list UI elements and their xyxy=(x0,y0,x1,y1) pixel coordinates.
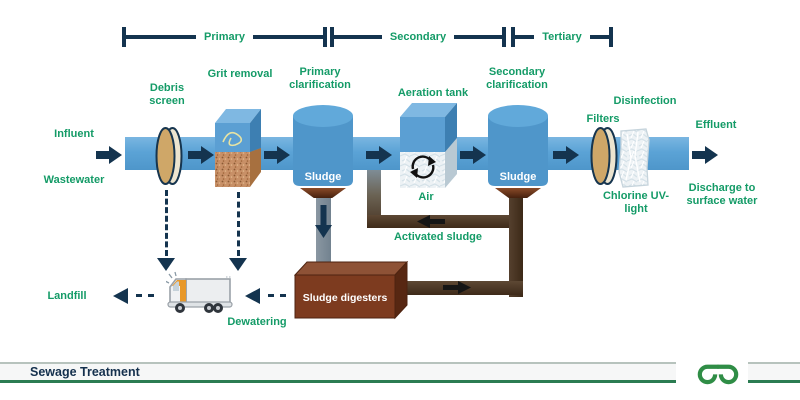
stage-label-primary: Primary xyxy=(204,31,245,43)
activated-sludge-label: Activated sludge xyxy=(393,231,483,243)
disinfection-block xyxy=(618,128,650,188)
recycle-arrows-icon xyxy=(410,155,436,179)
discharge-label: Discharge to surface water xyxy=(686,182,758,207)
left-arrowhead-icon xyxy=(245,288,260,304)
flow-arrow-icon xyxy=(188,146,214,164)
dewatering-truck-icon xyxy=(166,271,233,313)
bracket-cap xyxy=(323,27,328,47)
activated-sludge-pipe-horizontal xyxy=(367,215,523,228)
disinfection-label: Disinfection xyxy=(613,95,677,107)
primary-clarifier-tank xyxy=(293,105,353,186)
secondary-sludge-pipe-vertical xyxy=(509,196,523,297)
filters-disk xyxy=(590,127,618,185)
activated-sludge-return-pipe xyxy=(367,168,381,228)
bracket-cap xyxy=(609,27,614,47)
effluent-arrow-icon xyxy=(692,146,718,164)
truck-to-landfill-dashed-line xyxy=(136,294,154,297)
debris-screen-label: Debris screen xyxy=(149,82,185,107)
bracket-cap xyxy=(330,27,334,47)
digester-to-truck-dashed-line xyxy=(268,294,286,297)
sludge-down-arrow-icon xyxy=(315,205,332,238)
debris-screen xyxy=(155,127,183,185)
secondary-clarifier-tank xyxy=(488,105,548,186)
bracket-cap xyxy=(122,27,126,47)
influent-label: Influent xyxy=(54,128,94,140)
sludge-digesters-tank xyxy=(294,261,409,320)
grit-waste-dashed-line xyxy=(237,192,240,256)
bracket-cap xyxy=(511,27,515,47)
influent-arrow-icon xyxy=(96,146,122,164)
primary-clarification-label: Primary clarification xyxy=(289,66,351,91)
dewatering-label: Dewatering xyxy=(227,316,287,328)
activated-sludge-arrow-icon xyxy=(417,215,445,228)
digester-flow-arrow-icon xyxy=(443,281,471,294)
stage-label-tertiary: Tertiary xyxy=(542,31,582,43)
stage-bracket-tertiary: Tertiary xyxy=(511,27,614,47)
down-arrowhead-icon xyxy=(157,258,175,271)
flow-arrow-icon xyxy=(553,146,579,164)
left-arrowhead-icon xyxy=(113,288,128,304)
secondary-clarifier-funnel xyxy=(495,188,541,198)
stage-bracket-secondary: Secondary xyxy=(330,27,506,47)
debris-waste-dashed-line xyxy=(165,190,168,256)
footer-band xyxy=(0,364,800,380)
bracket-cap xyxy=(502,27,506,47)
filters-label: Filters xyxy=(586,113,620,125)
footer-title: Sewage Treatment xyxy=(30,365,140,379)
secondary-clarification-label: Secondary clarification xyxy=(486,66,548,91)
secondary-sludge-label: Sludge xyxy=(499,171,537,183)
flow-arrow-icon xyxy=(460,146,486,164)
footer-bottom-line xyxy=(0,380,800,383)
air-label: Air xyxy=(418,191,434,203)
aeration-tank-label: Aeration tank xyxy=(397,87,469,99)
grit-removal-tank xyxy=(215,109,261,187)
primary-clarifier-funnel xyxy=(300,188,346,198)
flow-arrow-icon xyxy=(264,146,290,164)
flow-arrow-icon xyxy=(366,146,392,164)
landfill-label: Landfill xyxy=(47,290,87,302)
footer-top-line xyxy=(0,362,800,364)
down-arrowhead-icon xyxy=(229,258,247,271)
primary-sludge-label: Sludge xyxy=(304,171,342,183)
wastewater-label: Wastewater xyxy=(43,174,105,186)
geeksforgeeks-logo-icon[interactable] xyxy=(696,359,740,387)
stage-bracket-primary: Primary xyxy=(122,27,328,47)
chlorine-uv-label: Chlorine UV-light xyxy=(602,190,669,215)
grit-removal-label: Grit removal xyxy=(207,68,273,80)
aeration-tank xyxy=(400,103,457,188)
sludge-digesters-label: Sludge digesters xyxy=(302,292,388,304)
effluent-label: Effluent xyxy=(695,119,737,131)
stage-label-secondary: Secondary xyxy=(389,31,447,43)
